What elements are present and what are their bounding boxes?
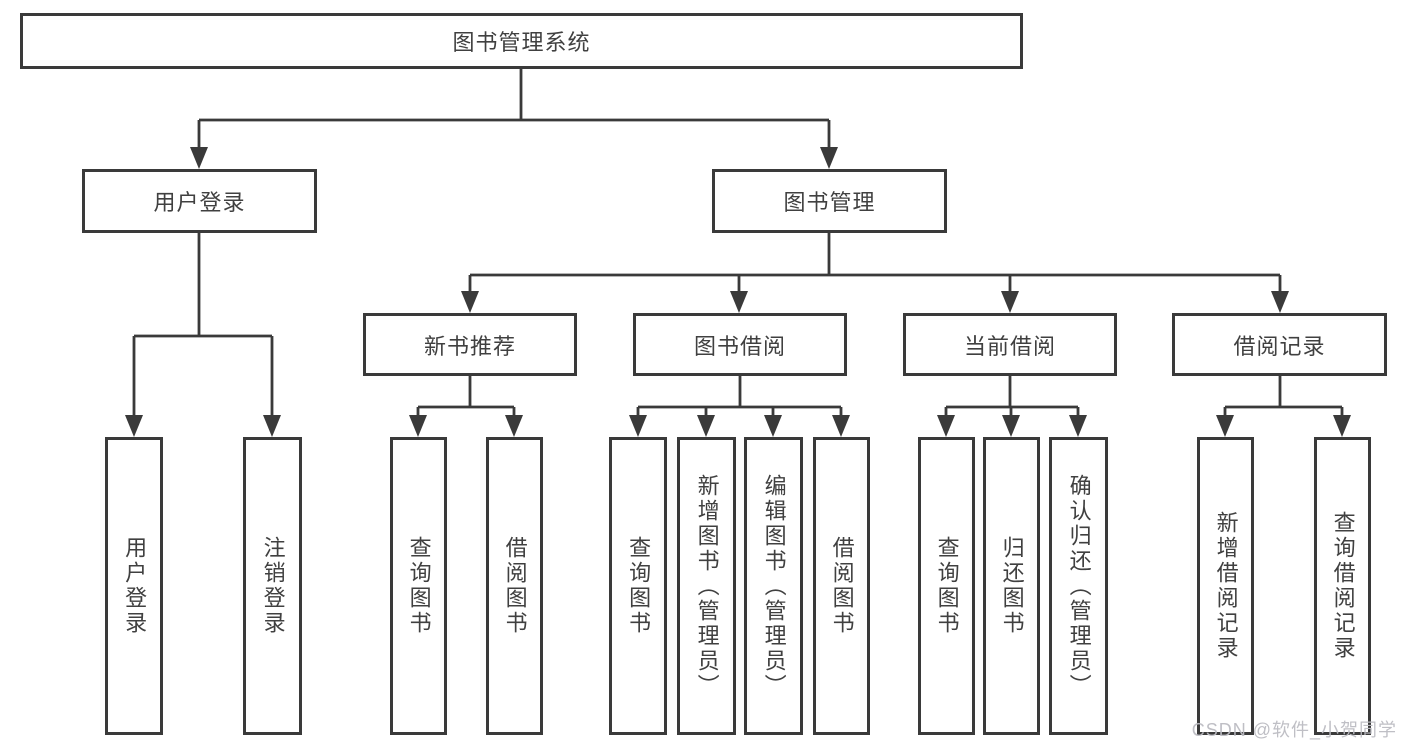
leaf-borrow-books-recommend-label: 借阅图书 bbox=[502, 536, 528, 636]
leaf-query-books-recommend: 查询图书 bbox=[390, 437, 447, 735]
leaf-query-borrow-record: 查询借阅记录 bbox=[1314, 437, 1371, 735]
leaf-query-books-borrow-label: 查询图书 bbox=[626, 536, 652, 636]
leaf-query-books-borrow: 查询图书 bbox=[609, 437, 667, 735]
leaf-add-books-admin-label: 新增图书（管理员） bbox=[694, 473, 720, 699]
leaf-return-books: 归还图书 bbox=[983, 437, 1040, 735]
leaf-add-borrow-record-label: 新增借阅记录 bbox=[1213, 511, 1239, 661]
node-current-borrow-label: 当前借阅 bbox=[963, 333, 1056, 359]
leaf-query-borrow-record-label: 查询借阅记录 bbox=[1330, 511, 1356, 661]
leaf-return-books-label: 归还图书 bbox=[999, 536, 1025, 636]
leaf-logout-label: 注销登录 bbox=[260, 536, 286, 636]
leaf-add-borrow-record: 新增借阅记录 bbox=[1197, 437, 1254, 735]
leaf-borrow-books-recommend: 借阅图书 bbox=[486, 437, 543, 735]
leaf-borrow-books-borrow-label: 借阅图书 bbox=[829, 536, 855, 636]
leaf-query-books-recommend-label: 查询图书 bbox=[406, 536, 432, 636]
node-root-label: 图书管理系统 bbox=[452, 30, 591, 55]
node-user-login-label: 用户登录 bbox=[153, 190, 246, 215]
node-book-borrow-label: 图书借阅 bbox=[693, 333, 786, 359]
leaf-user-login: 用户登录 bbox=[105, 437, 163, 735]
arrowheads bbox=[125, 147, 1351, 437]
node-book-management-label: 图书管理 bbox=[783, 190, 876, 215]
node-book-management: 图书管理 bbox=[712, 169, 947, 233]
node-new-book-recommend-label: 新书推荐 bbox=[423, 333, 516, 359]
leaf-confirm-return-admin-label: 确认归还（管理员） bbox=[1066, 473, 1092, 699]
node-user-login: 用户登录 bbox=[82, 169, 317, 233]
leaf-user-login-label: 用户登录 bbox=[122, 536, 148, 636]
leaf-edit-books-admin: 编辑图书（管理员） bbox=[744, 437, 803, 735]
leaf-edit-books-admin-label: 编辑图书（管理员） bbox=[761, 473, 787, 699]
node-root: 图书管理系统 bbox=[20, 13, 1023, 69]
node-new-book-recommend: 新书推荐 bbox=[363, 313, 577, 376]
leaf-query-books-current: 查询图书 bbox=[918, 437, 975, 735]
node-borrow-records: 借阅记录 bbox=[1172, 313, 1387, 376]
leaf-borrow-books-borrow: 借阅图书 bbox=[813, 437, 870, 735]
node-book-borrow: 图书借阅 bbox=[633, 313, 847, 376]
watermark-text: CSDN @软件_小贺同学 bbox=[1191, 720, 1397, 740]
node-current-borrow: 当前借阅 bbox=[903, 313, 1117, 376]
node-borrow-records-label: 借阅记录 bbox=[1233, 333, 1326, 359]
leaf-query-books-current-label: 查询图书 bbox=[934, 536, 960, 636]
leaf-logout: 注销登录 bbox=[243, 437, 302, 735]
leaf-add-books-admin: 新增图书（管理员） bbox=[677, 437, 736, 735]
leaf-confirm-return-admin: 确认归还（管理员） bbox=[1049, 437, 1108, 735]
